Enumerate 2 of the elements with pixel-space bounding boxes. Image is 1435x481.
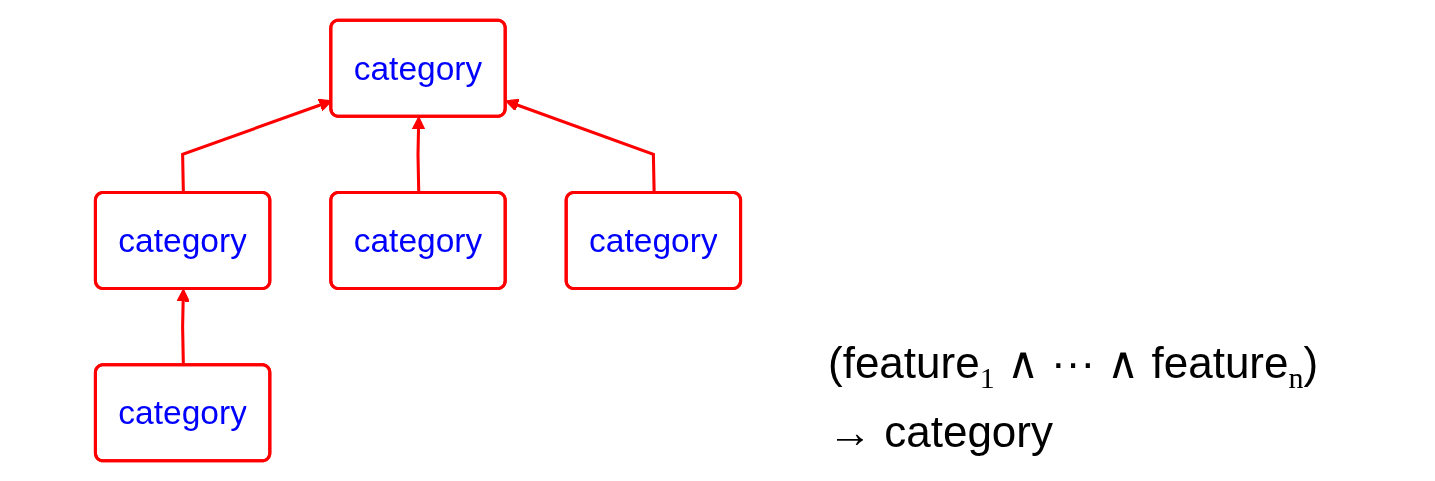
formula-text: → category [828,407,1053,457]
formula-text: (feature$_{1}$ ∧ ··· ∧ feature$_{n}$) [828,337,1319,395]
